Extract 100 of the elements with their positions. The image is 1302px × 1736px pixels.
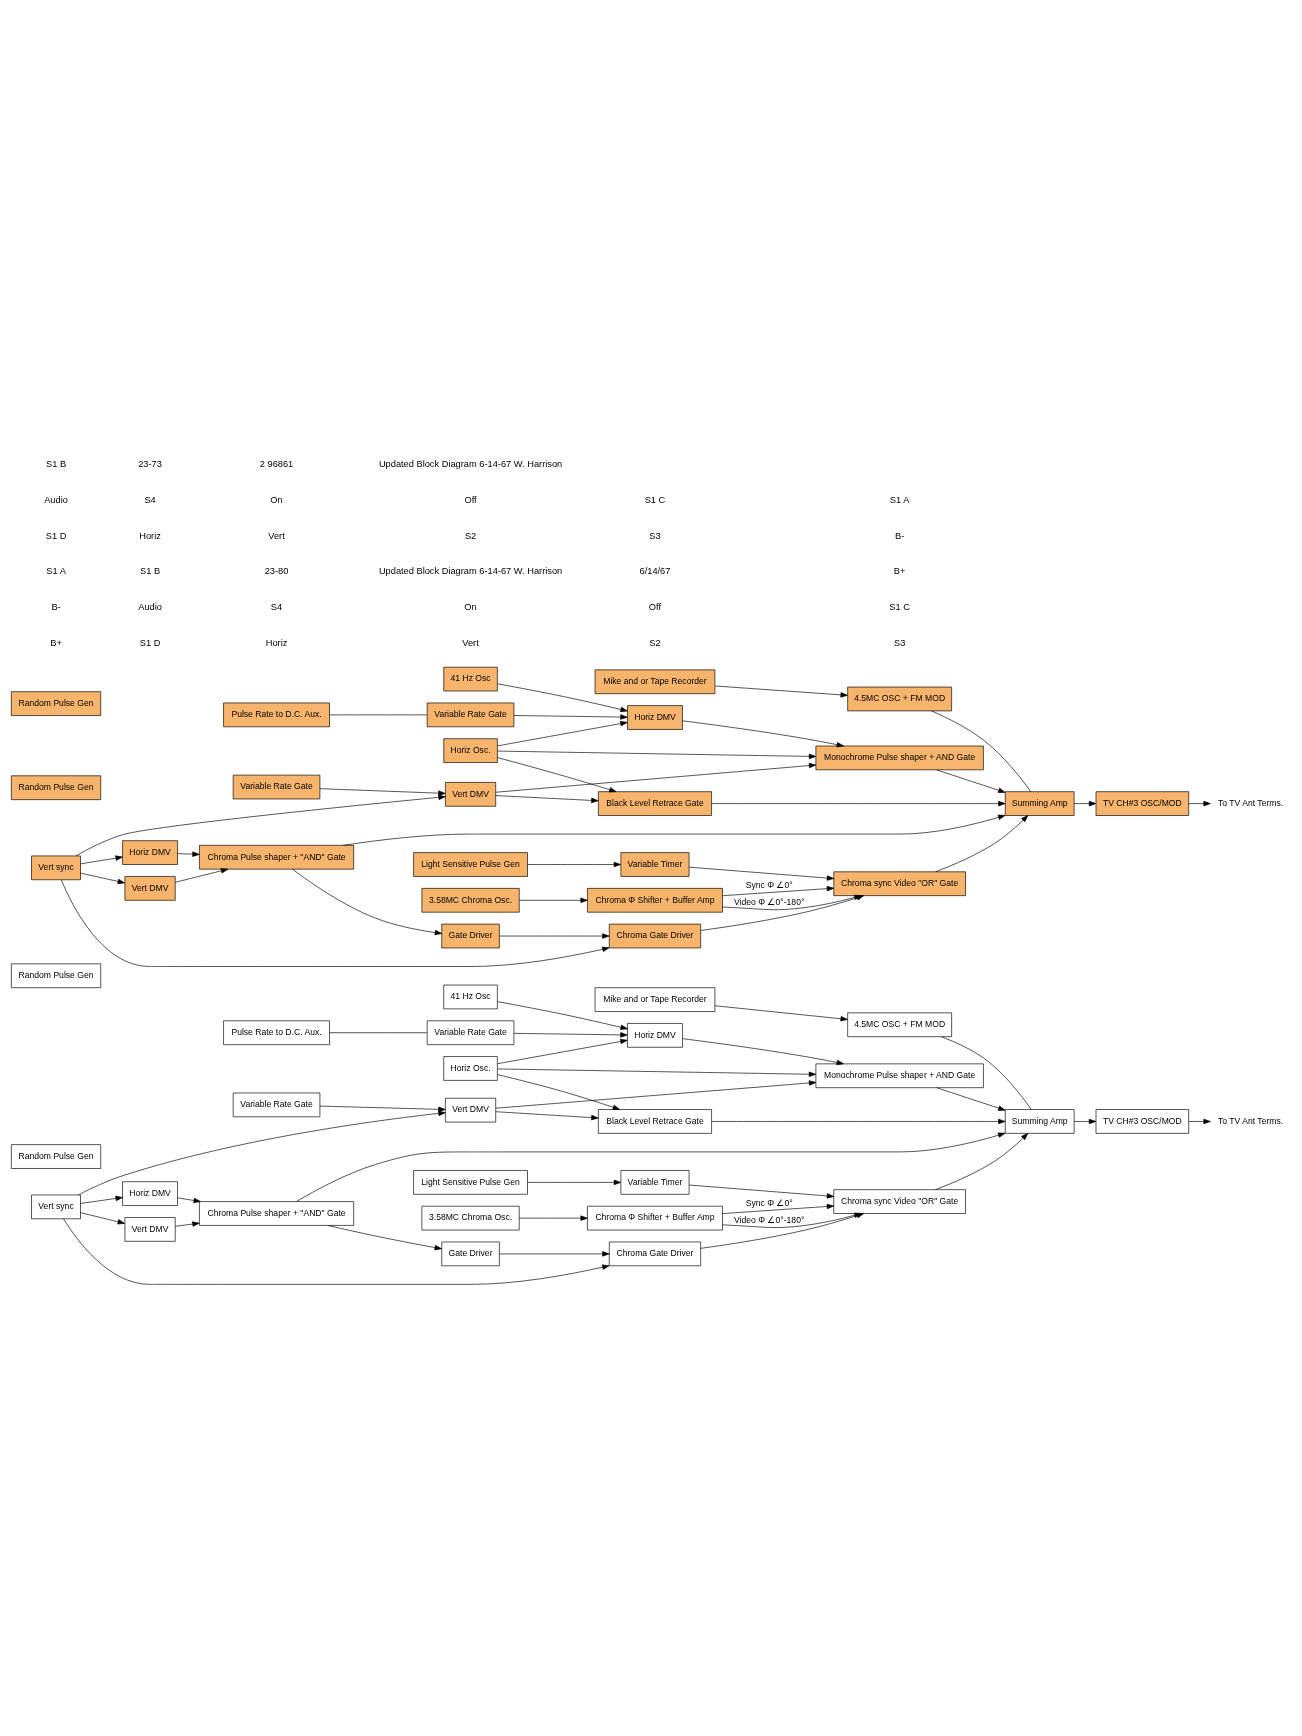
label: S1 D	[45, 530, 67, 541]
label: Horiz	[265, 637, 288, 648]
node-box: Chroma Φ Shifter + Buffer Amp	[587, 1205, 723, 1230]
label: Vert	[268, 530, 285, 541]
arrow	[519, 1215, 588, 1221]
node-box: Summing Amp	[1004, 790, 1075, 816]
node-text: To TV Ant Terms.	[1218, 797, 1284, 808]
arrow	[1074, 800, 1097, 806]
label: S2	[464, 530, 477, 541]
label: S3	[649, 530, 661, 541]
node-box: Random Pulse Gen	[11, 774, 102, 800]
arrow	[80, 872, 125, 884]
arrow	[527, 1179, 622, 1185]
node-box: Monochrome Pulse shaper + AND Gate	[815, 1063, 984, 1088]
arrow	[688, 866, 835, 881]
node-box: Summing Amp	[1004, 1108, 1075, 1134]
node-box: Chroma sync Video "OR" Gate	[833, 1188, 966, 1214]
arrow	[497, 720, 628, 746]
node-box: Mike and or Tape Recorder	[594, 669, 716, 694]
node-box: Variable Rate Gate	[232, 1092, 321, 1117]
node-box: Pulse Rate to D.C. Aux.	[223, 1019, 330, 1045]
arrow	[722, 894, 862, 910]
node-box: 41 Hz Osc	[443, 984, 498, 1009]
node-box: 4.5MC OSC + FM MOD	[847, 686, 952, 711]
node-box: Black Level Retrace Gate	[598, 790, 712, 816]
label: On	[270, 494, 283, 505]
arrow	[722, 885, 835, 896]
label: Off	[464, 494, 477, 505]
label: S1 A	[46, 565, 66, 576]
arrow	[497, 1038, 628, 1064]
node-box: Horiz DMV	[627, 1022, 683, 1048]
label: S1 C	[889, 601, 910, 612]
arrow	[292, 868, 442, 935]
arrow	[497, 1000, 628, 1030]
arrow	[682, 1037, 844, 1065]
arrow	[319, 787, 446, 796]
node-box: Horiz Osc.	[443, 1055, 498, 1081]
label: 23-80	[264, 565, 289, 576]
arrow	[527, 861, 622, 867]
node-box: 3.58MC Chroma Osc.	[421, 1205, 520, 1230]
label: Audio	[138, 601, 162, 612]
label: B-	[51, 601, 61, 612]
node-box: TV CH#3 OSC/MOD	[1095, 1108, 1189, 1134]
arrow	[513, 713, 628, 720]
arrow	[497, 1068, 817, 1077]
label: On	[464, 601, 477, 612]
edge-label: Sync Φ ∠0°	[745, 879, 793, 890]
label: 23-73	[138, 458, 162, 469]
arrow	[722, 1203, 835, 1214]
node-box: Gate Driver	[441, 923, 500, 948]
node-box: Light Sensitive Pulse Gen	[413, 851, 528, 877]
node-text: To TV Ant Terms.	[1218, 1115, 1284, 1126]
node-box: Light Sensitive Pulse Gen	[413, 1169, 528, 1195]
connector	[329, 1031, 428, 1033]
node-box: Vert DMV	[124, 1216, 176, 1242]
arrow	[711, 800, 1006, 806]
node-box: Mike and or Tape Recorder	[594, 986, 716, 1012]
node-box: Random Pulse Gen	[11, 963, 102, 988]
arrow	[935, 814, 1029, 872]
node-box: 3.58MC Chroma Osc.	[421, 887, 520, 913]
node-box: Pulse Rate to D.C. Aux.	[223, 702, 330, 727]
connector	[931, 710, 1032, 792]
label: S2	[649, 637, 661, 648]
arrow	[714, 1004, 848, 1021]
node-box: Vert sync	[31, 1194, 81, 1219]
arrow	[935, 1132, 1029, 1190]
label: S1 D	[139, 637, 161, 648]
edge-label: Sync Φ ∠0°	[745, 1197, 793, 1208]
arrow	[319, 1105, 446, 1112]
node-box: Chroma sync Video "OR" Gate	[833, 870, 966, 896]
node-box: Horiz DMV	[122, 839, 178, 865]
node-box: Chroma Pulse shaper + "AND" Gate	[199, 1200, 354, 1226]
node-box: Horiz DMV	[627, 704, 683, 730]
node-box: Vert DMV	[445, 781, 497, 807]
arrow	[682, 720, 844, 747]
label: B-	[895, 530, 905, 541]
node-box: Horiz DMV	[122, 1180, 178, 1206]
label: Off	[648, 601, 662, 612]
node-box: Random Pulse Gen	[11, 1143, 102, 1169]
node-box: Random Pulse Gen	[11, 690, 102, 716]
label: S4	[144, 494, 156, 505]
label: S3	[893, 637, 906, 648]
node-box: Chroma Gate Driver	[608, 923, 701, 948]
arrow	[513, 1031, 628, 1038]
arrow	[1074, 1118, 1097, 1124]
arrow	[497, 750, 817, 759]
node-box: Variable Rate Gate	[426, 702, 515, 727]
arrow	[177, 1197, 201, 1203]
arrow	[499, 1250, 610, 1257]
arrow	[63, 1218, 610, 1285]
node-box: TV CH#3 OSC/MOD	[1095, 790, 1189, 816]
arrow	[1188, 800, 1211, 806]
arrow	[497, 1073, 621, 1110]
label: Updated Block Diagram 6-14-67 W. Harrison	[378, 565, 563, 576]
arrow	[343, 814, 1006, 846]
arrow	[711, 1118, 1006, 1124]
label: 2 96861	[259, 458, 294, 469]
arrow	[499, 932, 610, 939]
arrow	[80, 1211, 125, 1224]
arrow	[495, 794, 599, 803]
